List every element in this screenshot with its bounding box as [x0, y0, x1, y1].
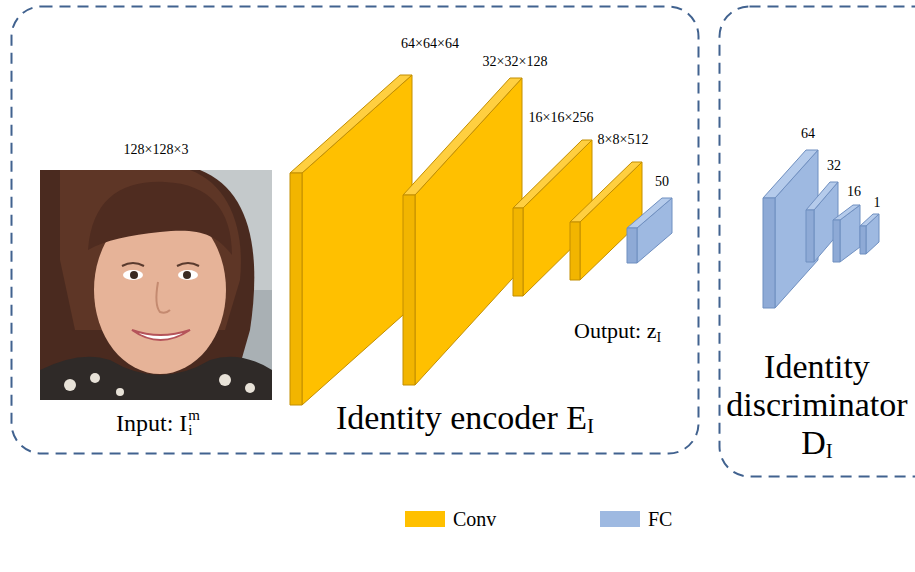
dimension-label: 16	[847, 184, 861, 200]
dimension-label: 1	[874, 195, 881, 211]
dimension-label: 128×128×3	[124, 142, 189, 158]
title-line: Identity encoder EI	[165, 397, 765, 447]
region-title: Identity discriminator	[722, 348, 912, 424]
conv-layer	[570, 162, 642, 280]
dimension-label: 32	[827, 158, 841, 174]
dashed-region: Identity encoder EI	[10, 5, 700, 455]
legend-text: FC	[648, 507, 672, 531]
input-label: Input: Imi	[116, 404, 200, 441]
subscript: i	[188, 423, 200, 438]
fc-layer	[627, 198, 672, 263]
legend-swatch	[600, 511, 640, 527]
dimension-label: 32×32×128	[483, 54, 548, 70]
dashed-region-border	[10, 5, 700, 455]
fc-layer	[763, 150, 818, 308]
title-block: Identity discriminatorDI	[722, 348, 912, 470]
legend-text: Conv	[453, 507, 496, 531]
subscript: I	[657, 330, 662, 345]
region-title: Identity encoder E	[336, 399, 587, 436]
dimension-label: 8×8×512	[598, 132, 649, 148]
dashed-region: Identity discriminatorDI	[718, 5, 915, 478]
dimension-label: 64	[801, 126, 815, 142]
legend-swatch	[405, 511, 445, 527]
conv-layer	[403, 78, 522, 385]
index-stack: mi	[188, 408, 200, 438]
fc-layer	[833, 205, 860, 262]
title-line: DI	[722, 424, 912, 470]
output-text: Output: z	[574, 318, 657, 343]
dimension-label: 50	[655, 174, 669, 190]
fc-layer	[860, 214, 879, 254]
superscript: m	[188, 408, 200, 423]
region-symbol: D	[801, 424, 826, 461]
face-photo	[40, 170, 272, 400]
dimension-label: 64×64×64	[401, 36, 459, 52]
output-label: Output: zI	[574, 316, 661, 353]
subscript: I	[587, 414, 594, 438]
conv-layer	[290, 75, 412, 405]
subscript: I	[826, 439, 833, 463]
input-text: Input: I	[116, 410, 187, 436]
dimension-label: 16×16×256	[529, 110, 594, 126]
